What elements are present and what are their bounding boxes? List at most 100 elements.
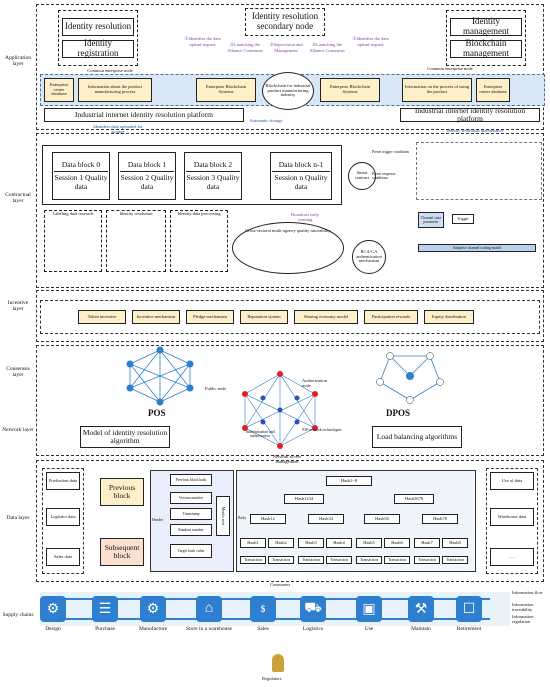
incentive-group <box>40 300 540 334</box>
data-band <box>36 460 544 582</box>
center-blockchain: Blockchain for industrial product manufa… <box>262 72 314 110</box>
cross-chain-ellipse: Cross-sectoral multi-agency quality trac… <box>232 222 344 274</box>
merkle-root-node: Hash1~8 <box>326 476 372 486</box>
hash-l1-0: Hash1234 <box>284 494 324 504</box>
application-band <box>36 4 544 130</box>
stage-maintain: Maintain <box>411 626 431 632</box>
manufacture-icon: ⚙ <box>140 596 166 622</box>
header-field-3: Random number <box>170 524 212 536</box>
warehouse-icon: ⌂ <box>196 596 222 622</box>
common-node-right: Common enterprise node <box>427 66 473 71</box>
data-block-n-name: Data block n-1 <box>278 160 324 170</box>
stage-retirement: Retirement <box>456 626 482 632</box>
header-label: Header <box>152 518 163 522</box>
identity-right-group: Identity management Blockchain managemen… <box>446 10 526 66</box>
data-block-2-session: Session 3 Quality data <box>186 171 240 191</box>
broadcast-label: Broadcast early warning <box>290 212 320 222</box>
incentive-item-0: Token incentive <box>78 310 126 324</box>
identity-registration-box: Identity registration <box>62 38 134 58</box>
hash-l2-1: Hash34 <box>308 514 344 524</box>
header-field-0: Previous block hash <box>170 474 212 486</box>
ecd-left: Enterprise center database <box>44 78 74 102</box>
merkle-root: Merkle root <box>216 496 230 536</box>
flow-0: Information flow <box>512 590 543 595</box>
data-block-0: Data block 0 Session 1 Quality data <box>52 152 110 200</box>
label-identifies-right: ①Identifies the data upload request <box>352 36 389 47</box>
info-right: Information on the process of using the … <box>402 78 472 102</box>
purchase-icon: ☰ <box>92 596 118 622</box>
data-block-0-session: Session 1 Quality data <box>54 171 108 191</box>
data-block-n: Data block n-1 Session n Quality data <box>270 152 332 200</box>
platform-left: Industrial internet identity resolution … <box>44 108 244 122</box>
flow-1: Information traceability <box>512 602 534 612</box>
identity-management-box: Identity management <box>450 16 522 36</box>
load-balancing-box: Load balancing algorithms <box>372 426 462 448</box>
adaptive-box: Adaptive channel coding model <box>418 244 536 252</box>
header-field-2: Timestamp <box>170 508 212 520</box>
right-item-2: …… <box>490 548 534 566</box>
access-label: Network access management <box>272 454 302 464</box>
left-item-2: Sales data <box>46 548 80 566</box>
consensus-network-band <box>36 345 544 456</box>
header-field-1: Version number <box>170 492 212 504</box>
pos-graph <box>126 346 194 406</box>
transaction-1: Transaction <box>268 556 294 564</box>
transaction-4: Transaction <box>356 556 382 564</box>
regulators-label: Regulators <box>262 676 282 681</box>
label-launching-right: ②Launching the Alliance Consensus <box>309 42 345 53</box>
incentive-item-1: Incentive mechanism <box>132 310 180 324</box>
layer-label-data: Data layer <box>6 515 30 521</box>
preset-response: Preset response conditions <box>372 172 396 180</box>
block-chain-group <box>42 145 342 205</box>
layer-label-network: Network layer <box>2 427 34 433</box>
data-block-2: Data block 2 Session 3 Quality data <box>184 152 242 200</box>
automatic-storage-label: Automatic storage <box>249 118 283 123</box>
layer-label-application: Application layer <box>5 55 31 68</box>
trigger-box: Trigger <box>452 214 474 224</box>
transaction-0: Transaction <box>240 556 266 564</box>
stage-use: Use <box>364 626 374 632</box>
hash-l1-1: Hash5678 <box>394 494 434 504</box>
design-icon: ⚙ <box>40 596 66 622</box>
smart-contract: Smart contract <box>348 162 376 190</box>
transaction-2: Transaction <box>298 556 324 564</box>
data-block-2-name: Data block 2 <box>193 160 233 170</box>
platform-right: Industrial internet identity resolution … <box>400 106 540 123</box>
identifies-data-label: Identifies data uploaded for storage <box>93 124 143 134</box>
data-block-1-session: Session 2 Quality data <box>120 171 174 191</box>
stage-store: Store in a warehouse <box>186 626 232 632</box>
label-supervision: ③Supervision and Management <box>269 42 303 53</box>
layer-label-incentive: Incentive layer <box>7 300 29 313</box>
maintain-icon: ⚒ <box>408 596 434 622</box>
left-item-1: Logistics data <box>46 508 80 526</box>
left-data-group <box>42 468 84 574</box>
hash-leaf-7: Hash8 <box>442 538 468 548</box>
labeling-box: Labeling data research <box>44 210 102 272</box>
hash-l2-2: Hash56 <box>364 514 400 524</box>
incentive-item-6: Equity distribution <box>424 310 474 324</box>
identity-left-group: Identity resolution Identity registratio… <box>58 10 138 66</box>
public-node-label: Public node <box>205 386 227 391</box>
authorization-node-label: Authorization node <box>302 378 327 388</box>
identity-model-box: Model of identity resolution algorithm <box>80 426 170 448</box>
preset-trigger: Preset trigger conditions <box>372 150 410 154</box>
layer-label-supply: Supply chains <box>2 612 34 618</box>
pos-label: POS <box>148 408 166 418</box>
data-block-0-name: Data block 0 <box>61 160 101 170</box>
logistics-icon: ⛟ <box>300 596 326 622</box>
use-icon: ▣ <box>356 596 382 622</box>
data-block-n-session: Session n Quality data <box>272 171 330 191</box>
subsequent-block: Subsequent block <box>100 538 144 566</box>
ecd-right: Enterprise center database <box>476 78 510 102</box>
transaction-5: Transaction <box>384 556 410 564</box>
label-identifies-left: ①Identifies the data upload request <box>184 36 221 47</box>
incentive-item-3: Reputation system <box>240 310 288 324</box>
layer-label-consensus: Consensus layer <box>6 366 30 379</box>
flow-2: Information regulation <box>512 614 534 624</box>
secondary-node: Identity resolution secondary node <box>245 8 325 36</box>
network-graph <box>242 371 318 449</box>
incentive-item-2: Pledge mechanism <box>186 310 234 324</box>
ebs-left: Enterprise Blockchain Systems <box>196 78 256 102</box>
hash-leaf-3: Hash4 <box>326 538 352 548</box>
